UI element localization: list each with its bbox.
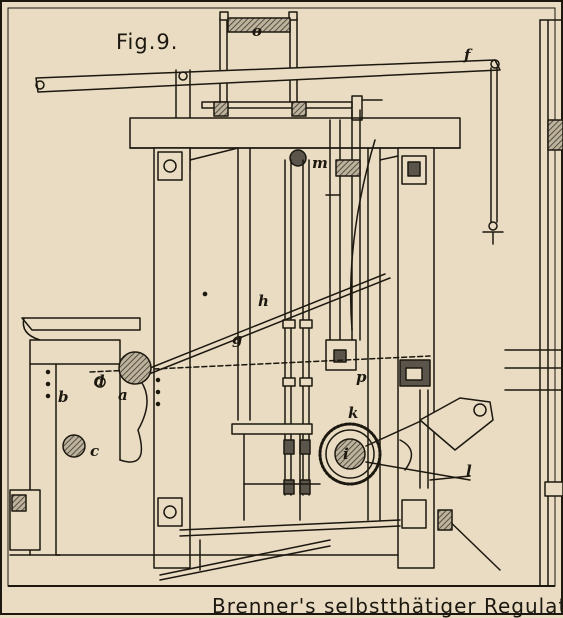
- inner-border: [7, 7, 556, 587]
- centre-frame: [189, 147, 399, 521]
- label-l: l: [466, 462, 472, 480]
- bottom-frame: [55, 509, 501, 581]
- weight-cord: [482, 67, 504, 245]
- left-frame: [21, 317, 161, 556]
- spring-box: [219, 11, 298, 106]
- label-c: c: [90, 442, 100, 460]
- label-k: k: [348, 404, 359, 422]
- label-m: m: [312, 154, 328, 172]
- label-o: o: [252, 22, 263, 40]
- label-a: a: [118, 386, 128, 404]
- figure-caption: Brenner's selbstthätiger Regulator: [212, 594, 563, 618]
- crank-handle: [325, 95, 383, 196]
- ink-dot: [202, 291, 208, 297]
- stool: [231, 423, 321, 521]
- left-stand: [9, 489, 61, 556]
- rod-p: [325, 109, 376, 371]
- label-i: i: [343, 445, 349, 463]
- label-f: f: [464, 46, 471, 64]
- right-post: [397, 147, 435, 569]
- harness: [282, 149, 313, 496]
- ratchet-wheel: [318, 359, 494, 489]
- left-post: [153, 147, 191, 569]
- label-g: g: [232, 330, 243, 348]
- lever-f: [35, 59, 501, 93]
- figure-title: Fig.9.: [116, 30, 179, 54]
- label-b: b: [58, 388, 69, 406]
- right-frame: [504, 19, 563, 587]
- label-d: d: [94, 372, 105, 390]
- top-beam: [129, 117, 461, 149]
- label-h: h: [258, 292, 269, 310]
- label-p: p: [356, 368, 367, 386]
